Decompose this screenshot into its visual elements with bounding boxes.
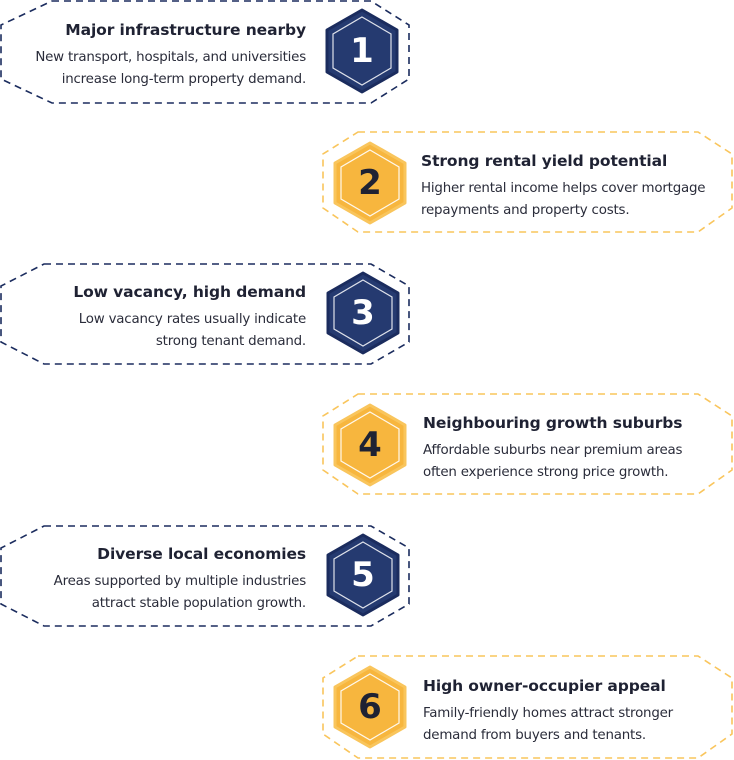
- step-description-line: strong tenant demand.: [155, 334, 306, 349]
- hexagon-badge: [326, 533, 400, 617]
- hexagon-badge: [333, 665, 407, 749]
- step-title: Low vacancy, high demand: [73, 283, 306, 301]
- hexagon-badge: [326, 271, 400, 355]
- step-description-line: increase long-term property demand.: [61, 72, 306, 87]
- step-title: Diverse local economies: [97, 545, 306, 563]
- step-description-line: New transport, hospitals, and universiti…: [35, 50, 306, 65]
- dashed-outline: [322, 131, 733, 233]
- dashed-outline: [322, 655, 733, 759]
- step-description-line: demand from buyers and tenants.: [423, 728, 646, 743]
- step-title: Major infrastructure nearby: [65, 21, 306, 39]
- step-description-line: often experience strong price growth.: [423, 465, 669, 480]
- hexagon-badge: [333, 403, 407, 487]
- step-number: 1: [350, 31, 374, 71]
- list-item-5: 5 Diverse local economies Areas supporte…: [0, 524, 414, 630]
- step-description-line: Low vacancy rates usually indicate: [78, 312, 306, 327]
- hexagon-badge: [333, 141, 407, 225]
- dashed-outline: [0, 525, 410, 627]
- step-title: Neighbouring growth suburbs: [423, 414, 683, 432]
- step-description-line: Higher rental income helps cover mortgag…: [421, 181, 706, 196]
- step-number: 5: [351, 555, 375, 595]
- list-item-3: 3 Low vacancy, high demand Low vacancy r…: [0, 262, 414, 368]
- step-description-line: Affordable suburbs near premium areas: [423, 443, 683, 458]
- step-description-line: Areas supported by multiple industries: [53, 574, 307, 589]
- step-number: 2: [358, 163, 382, 203]
- dashed-outline: [322, 393, 733, 495]
- step-description-line: repayments and property costs.: [421, 203, 630, 218]
- dashed-outline: [0, 0, 410, 104]
- dashed-outline: [0, 263, 410, 365]
- hexagon-badge: [325, 8, 399, 94]
- step-title: Strong rental yield potential: [421, 152, 668, 170]
- list-item-2: 2 Strong rental yield potential Higher r…: [318, 130, 734, 236]
- step-number: 6: [358, 687, 382, 727]
- list-item-6: 6 High owner-occupier appeal Family-frie…: [318, 654, 734, 760]
- list-item-4: 4 Neighbouring growth suburbs Affordable…: [318, 392, 734, 498]
- list-item-1: 1 Major infrastructure nearby New transp…: [0, 0, 414, 104]
- step-number: 3: [351, 293, 375, 333]
- step-description-line: Family-friendly homes attract stronger: [423, 706, 673, 721]
- step-description-line: attract stable population growth.: [91, 596, 306, 611]
- step-number: 4: [358, 425, 382, 465]
- step-title: High owner-occupier appeal: [423, 677, 666, 695]
